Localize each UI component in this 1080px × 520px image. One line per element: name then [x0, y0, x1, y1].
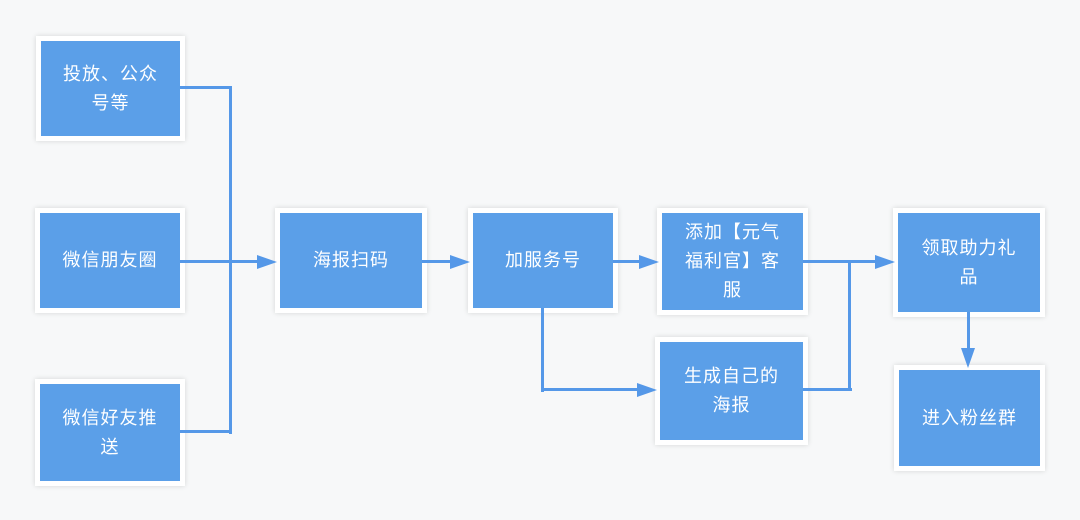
flow-node-wechat-moments: 微信朋友圈: [35, 208, 185, 313]
flow-node-receive-gift: 领取助力礼 品: [893, 208, 1045, 317]
connector-gift-down: [967, 312, 970, 350]
connector-scan-poster-to-service: [422, 260, 452, 263]
arrowhead-into-welfare-cs: [639, 255, 659, 269]
connector-service-down: [541, 308, 544, 392]
connector-service-to-welfare-cs: [613, 260, 641, 263]
flow-node-add-welfare-cs: 添加【元气 福利官】客 服: [657, 208, 808, 315]
flow-node-channel-ads: 投放、公众 号等: [36, 36, 185, 141]
flow-node-scan-poster: 海报扫码: [275, 208, 427, 313]
arrowhead-into-service: [450, 255, 470, 269]
flow-node-join-fan-group: 进入粉丝群: [894, 365, 1045, 471]
connector-wechat-friends-out: [180, 430, 232, 433]
arrowhead-into-scan-poster: [257, 255, 277, 269]
connector-channel-ads-out: [180, 86, 232, 89]
connector-welfare-cs-to-gift: [803, 260, 877, 263]
connector-moments-to-scan-poster: [180, 260, 258, 263]
flow-node-generate-poster: 生成自己的 海报: [655, 337, 808, 445]
arrowhead-into-fan-group: [961, 348, 975, 368]
connector-generate-poster-out: [803, 388, 852, 391]
connector-service-to-generate-poster: [541, 388, 639, 391]
arrowhead-into-generate-poster: [637, 383, 657, 397]
connector-generate-poster-up: [848, 262, 851, 391]
arrowhead-into-gift: [875, 255, 895, 269]
flow-node-add-service-account: 加服务号: [468, 208, 618, 313]
flow-node-wechat-friends: 微信好友推 送: [35, 379, 185, 486]
